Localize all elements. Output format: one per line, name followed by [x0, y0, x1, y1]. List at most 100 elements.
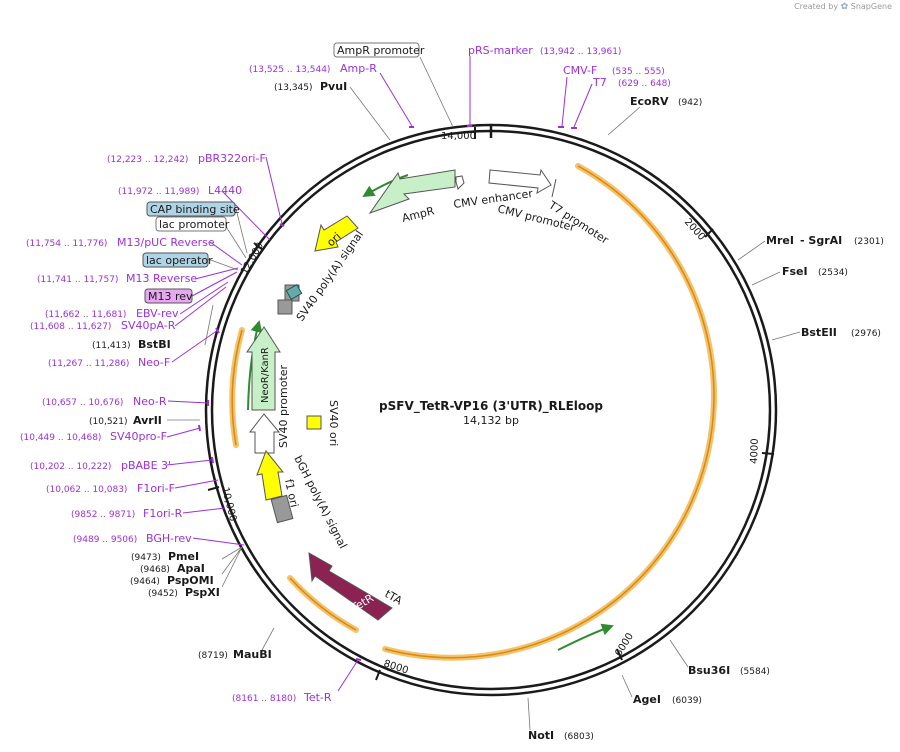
snapgene-credit: Created by ✿ SnapGene [794, 2, 892, 12]
m13-reverse-label: M13 Reverse [126, 272, 197, 285]
feature-sv40-ori-block [306, 415, 322, 430]
feature-t7-promoter-mark [551, 178, 557, 198]
backbone-outer [204, 123, 778, 697]
pspxi-label: PspXI [185, 586, 220, 599]
sv40pro-f-pos: (10,449 .. 10,468) [20, 433, 101, 443]
pspomi-label: PspOMI [167, 574, 214, 587]
maubi-pos: (8719) [198, 651, 228, 661]
primer-mark-tet-r [355, 658, 362, 661]
pbr322-label: pBR322ori-F [198, 152, 266, 165]
m13-rev-box [144, 288, 193, 304]
feature-cmv-promoter-arrow [488, 168, 552, 194]
leader-bsu36i [669, 639, 689, 668]
leader-tet-r [337, 659, 359, 692]
leader-m13-rev-box [191, 271, 238, 297]
neo-r-pos: (10,657 .. 10,676) [42, 398, 123, 408]
sv40pro-f-label: SV40pro-F [110, 430, 167, 443]
prs-marker-label: pRS-marker [468, 44, 533, 57]
leader-ecorv [607, 106, 641, 136]
lac-promoter-box [155, 216, 227, 232]
leader-lac-operator [207, 258, 239, 271]
credit-prefix: Created by [794, 2, 839, 11]
lac-operator-box [142, 252, 209, 268]
fsei-pos: (2534) [818, 268, 848, 278]
feature-cmv-enhancer-arrow [455, 175, 465, 190]
prs-marker-pos: (13,942 .. 13,961) [540, 47, 621, 57]
ecorv-pos: (942) [678, 98, 702, 108]
bsu36i-label: Bsu36I [688, 664, 730, 677]
noti-pos: (6803) [564, 732, 594, 742]
ampr-promoter-label: AmpR promoter [337, 44, 425, 57]
ruler-tick-6000-mark [616, 648, 623, 661]
f1ori-f-label: F1ori-F [137, 482, 175, 495]
feature-label-sv40-ori: SV40 ori [327, 400, 340, 446]
leader-noti [527, 697, 531, 731]
ruler-tick-4000-mark [761, 452, 775, 455]
leader-lac-promoter [224, 224, 247, 259]
pspxi-pos: (9452) [148, 589, 178, 599]
sgrai-label: - SgrAI [800, 234, 842, 247]
feature-f1-ori-arrow [256, 450, 285, 501]
bgh-rev-pos: (9489 .. 9506) [73, 535, 137, 545]
neo-r-label: Neo-R [133, 395, 167, 408]
primer-mark-pbr [279, 223, 285, 227]
cap-site-label: CAP binding site [150, 203, 240, 216]
leader-pbr322 [265, 156, 283, 225]
leader-sv40pro-f [166, 427, 201, 438]
leader-bsteii [771, 331, 801, 341]
m13-puc-label: M13/pUC Reverse [117, 236, 215, 249]
leader-f1ori-r [182, 507, 226, 514]
apai-label: ApaI [177, 562, 205, 575]
pmei-label: PmeI [168, 550, 199, 563]
primer-mark-pbabe [211, 456, 214, 464]
leader-f1ori-f [174, 479, 219, 489]
bstbi-label: BstBI [138, 338, 171, 351]
credit-brand: SnapGene [850, 2, 892, 11]
leader-t7 [573, 83, 593, 128]
mrei-pos: (2301) [854, 237, 884, 247]
maubi-label: MauBI [233, 648, 272, 661]
leader-mrei [737, 240, 766, 261]
t7-pos: (629 .. 648) [618, 79, 671, 89]
feature-sv40-promoter-arrow [248, 413, 281, 454]
leader-cap-site [235, 208, 248, 254]
feature-neor-arrow [246, 326, 281, 411]
snapgene-logo-icon: ✿ [840, 2, 849, 12]
leader-neo-r [167, 400, 209, 404]
leader-neo-f [171, 329, 219, 363]
pbabe3-pos: (10,202 .. 10,222) [30, 462, 111, 472]
leader-agei [621, 674, 633, 698]
agei-label: AgeI [633, 693, 661, 706]
primer-mark-sv40pro [198, 424, 201, 432]
orf-arc-large-edge [384, 165, 715, 659]
apai-pos: (9468) [140, 565, 170, 575]
pspomi-pos: (9464) [130, 577, 160, 587]
leader-fsei [751, 271, 781, 286]
pmei-pos: (9473) [131, 553, 161, 563]
leader-m13-reverse [194, 267, 239, 280]
leader-sv40pa-r [174, 286, 227, 327]
leader-m13-puc [209, 241, 243, 266]
avrii-label: AvrII [133, 414, 162, 427]
m13-puc-pos: (11,754 .. 11,776) [26, 239, 107, 249]
leader-pbabe3 [166, 459, 213, 466]
ruler-tick-8000-mark [375, 669, 381, 681]
f1ori-f-pos: (10,062 .. 10,083) [46, 485, 127, 495]
leader-bstbi [204, 304, 214, 346]
amp-r-label: Amp-R [340, 62, 377, 75]
leader-ampr-promoter [419, 56, 454, 128]
feature-label-ampr: AmpR [401, 204, 436, 225]
bstbi-pos: (11,413) [92, 341, 131, 351]
feature-bgh-polya-block [270, 494, 294, 524]
ruler-tick-10000-mark [207, 486, 220, 491]
feature-label-neor: NeoR/KanR [260, 347, 271, 403]
neo-f-label: Neo-F [138, 356, 170, 369]
sv40pa-r-pos: (11,608 .. 11,627) [30, 322, 111, 332]
tet-r-pos: (8161 .. 8180) [232, 694, 296, 704]
mrei-label: MreI [766, 234, 794, 247]
ruler-tick-2000-mark [704, 228, 714, 238]
noti-label: NotI [528, 729, 554, 742]
f1ori-r-label: F1ori-R [143, 507, 183, 520]
pvui-pos: (13,345) [274, 83, 313, 93]
avrii-pos: (10,521) [89, 417, 128, 427]
